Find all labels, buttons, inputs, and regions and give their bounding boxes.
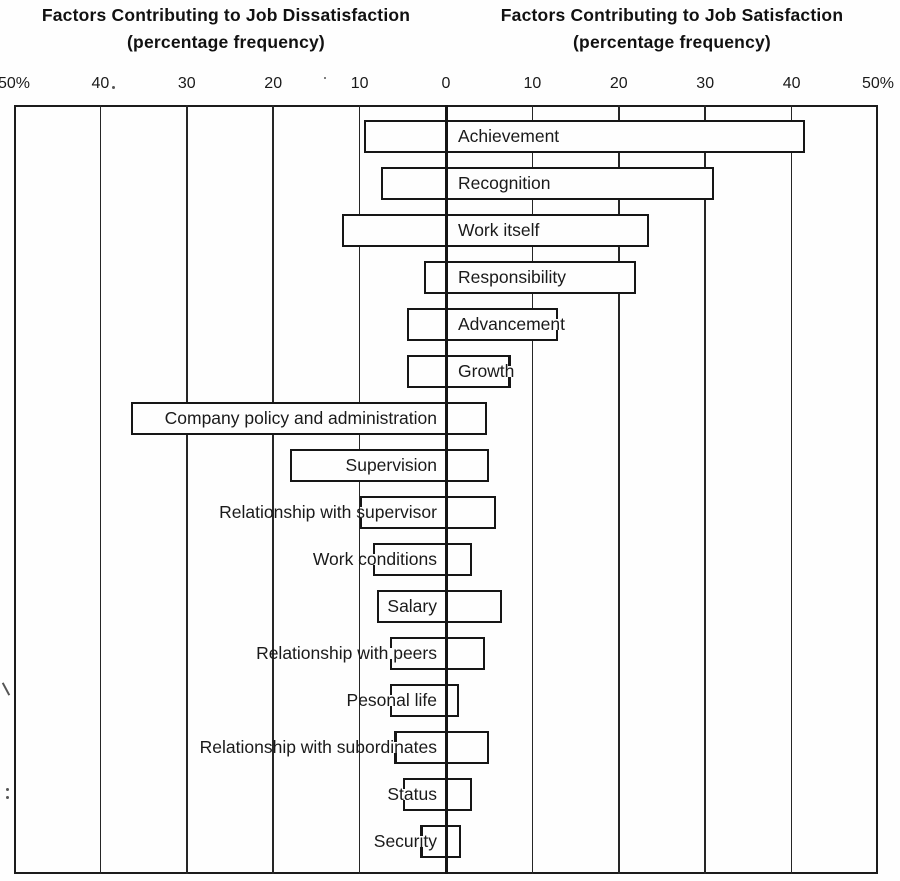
axis-tick-label: 20: [609, 75, 628, 92]
bar-growth: [407, 354, 511, 388]
dissatisfaction-title-line1: Factors Contributing to Job Dissatisfact…: [41, 5, 411, 25]
gridline-20-left: [272, 105, 274, 874]
bar-achievement: [363, 119, 805, 153]
bar-open-end-stub: [389, 638, 393, 648]
bar-open-end-stub: [389, 685, 393, 695]
bar-open-end-stub: [389, 658, 393, 668]
bar-company-policy-and-administration: [130, 401, 488, 435]
bar-responsibility: [424, 260, 637, 294]
bar-supervision: [290, 448, 490, 482]
gridline-10-left: [358, 105, 361, 874]
axis-tick-label: 10: [523, 75, 542, 92]
bar-label-supervision: Supervision: [345, 454, 437, 475]
bar-open-end-stub: [359, 497, 363, 507]
gridline-10-right: [531, 105, 534, 874]
bar-work-itself: [342, 213, 650, 247]
bar-label-company-policy-and-administration: Company policy and administration: [164, 407, 437, 428]
bar-label-salary: Salary: [387, 595, 437, 616]
bar-label-growth: Growth: [458, 360, 515, 381]
axis-tick-label: 40: [782, 75, 801, 92]
gridline-40-left: [99, 105, 102, 874]
bar-label-relationship-with-supervisor: Relationship with supervisor: [219, 501, 437, 522]
scan-artifact-dot: [324, 77, 326, 79]
bar-security: [420, 824, 461, 858]
dissatisfaction-title: Factors Contributing to Job Dissatisfact…: [0, 2, 452, 56]
bar-relationship-with-supervisor: [359, 495, 497, 529]
bar-open-end-stub: [359, 517, 363, 527]
bar-status: [402, 777, 472, 811]
bar-label-pesonal-life: Pesonal life: [346, 689, 437, 710]
scan-artifact-colon-dot: [6, 796, 9, 799]
zero-axis-line: [444, 105, 448, 874]
satisfaction-title: Factors Contributing to Job Satisfaction…: [452, 2, 892, 56]
axis-tick-label: 20: [264, 75, 283, 92]
bar-open-end-stub: [508, 356, 511, 366]
bar-open-end-stub: [394, 732, 397, 742]
bar-label-responsibility: Responsibility: [458, 266, 566, 287]
gridline-30-right: [704, 105, 706, 874]
bar-advancement: [407, 307, 559, 341]
bar-label-relationship-with-peers: Relationship with peers: [256, 642, 437, 663]
axis-tick-label: 40: [91, 75, 110, 92]
bar-label-recognition: Recognition: [458, 172, 551, 193]
bar-relationship-with-subordinates: [394, 730, 490, 764]
bar-label-advancement: Advancement: [458, 313, 566, 334]
axis-tick-label: 0: [441, 75, 451, 92]
scan-artifact-slash: [1, 682, 11, 696]
bar-label-work-itself: Work itself: [458, 219, 540, 240]
scan-artifact-colon-dot: [6, 788, 9, 791]
bar-open-end-stub: [420, 826, 423, 836]
bar-label-relationship-with-subordinates: Relationship with subordinates: [199, 736, 437, 757]
bar-open-end-stub: [420, 846, 423, 856]
gridline-30-left: [186, 105, 188, 874]
axis-tick-label: 10: [350, 75, 369, 92]
bar-work-conditions: [372, 542, 472, 576]
bar-open-end-stub: [508, 376, 511, 386]
satisfaction-title-line1: Factors Contributing to Job Satisfaction: [500, 5, 844, 25]
dissatisfaction-title-line2: (percentage frequency): [127, 32, 325, 52]
bar-label-status: Status: [387, 783, 437, 804]
bar-label-achievement: Achievement: [458, 125, 560, 146]
bar-open-end-stub: [402, 799, 406, 809]
bar-open-end-stub: [394, 752, 397, 762]
bar-open-end-stub: [389, 705, 393, 715]
bar-recognition: [381, 166, 714, 200]
axis-tick-label: 50%: [861, 75, 895, 92]
bar-label-security: Security: [373, 830, 437, 851]
bar-open-end-stub: [555, 309, 559, 319]
axis-tick-label: 50%: [0, 75, 31, 92]
scan-artifact-dot: [112, 86, 115, 89]
bar-open-end-stub: [372, 564, 376, 574]
axis-tick-label: 30: [177, 75, 196, 92]
satisfaction-title-line2: (percentage frequency): [573, 32, 771, 52]
gridline-20-right: [618, 105, 620, 874]
bar-salary: [376, 589, 503, 623]
gridline-40-right: [790, 105, 793, 874]
bar-label-work-conditions: Work conditions: [312, 548, 437, 569]
bar-open-end-stub: [402, 779, 406, 789]
bar-relationship-with-peers: [389, 636, 485, 670]
bar-open-end-stub: [372, 544, 376, 554]
bar-open-end-stub: [555, 329, 559, 339]
axis-tick-label: 30: [696, 75, 715, 92]
